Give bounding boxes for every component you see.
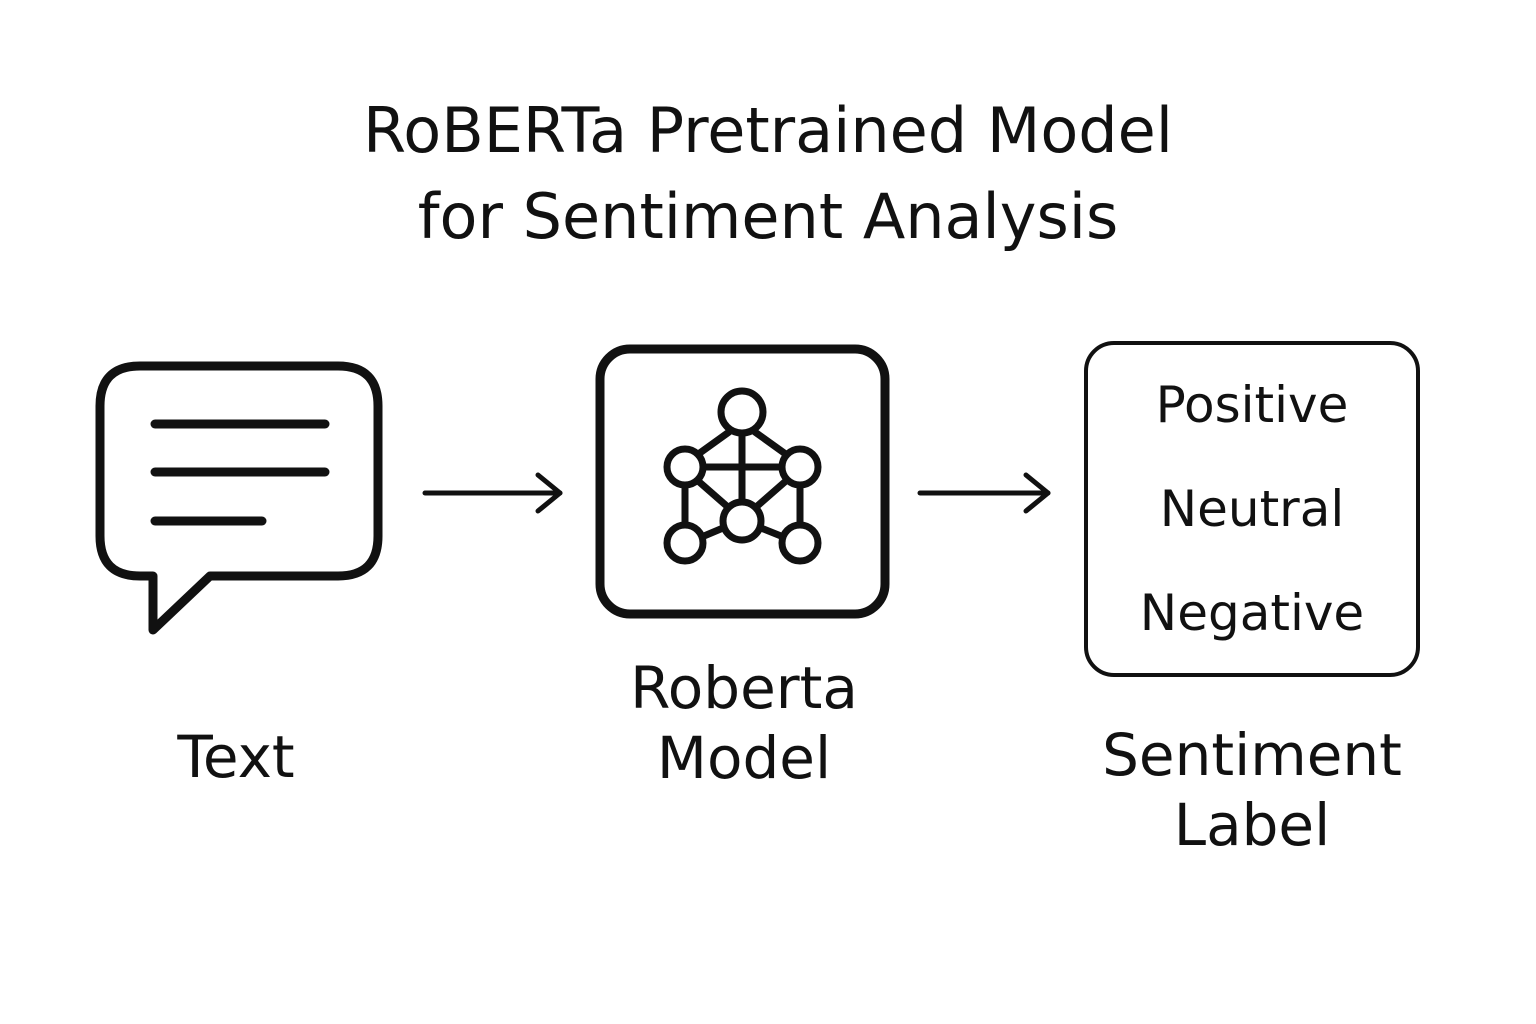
model-label-line-1: Roberta [630,654,858,722]
text-label: Text [177,723,295,791]
speech-bubble-icon [95,361,383,635]
sentiment-options-box [1084,341,1420,677]
neural-network-icon [663,387,822,565]
option-positive: Positive [1155,376,1349,434]
sentiment-label-line-1: Sentiment [1102,721,1402,789]
sentiment-options: Positive Neutral Negative [1086,343,1418,675]
option-neutral: Neutral [1159,480,1345,538]
diagram-title: RoBERTa Pretrained Model for Sentiment A… [0,88,1536,260]
model-label-line-2: Model [656,724,832,792]
model-label: Roberta Model [594,653,894,793]
arrow-right-icon [422,472,563,514]
title-line-1: RoBERTa Pretrained Model [362,94,1174,167]
option-negative: Negative [1139,584,1365,642]
sentiment-label-line-2: Label [1173,791,1331,859]
arrow-right-icon [917,472,1051,514]
title-line-2: for Sentiment Analysis [417,180,1119,253]
model-box [595,344,890,619]
sentiment-label: Sentiment Label [1052,720,1452,860]
